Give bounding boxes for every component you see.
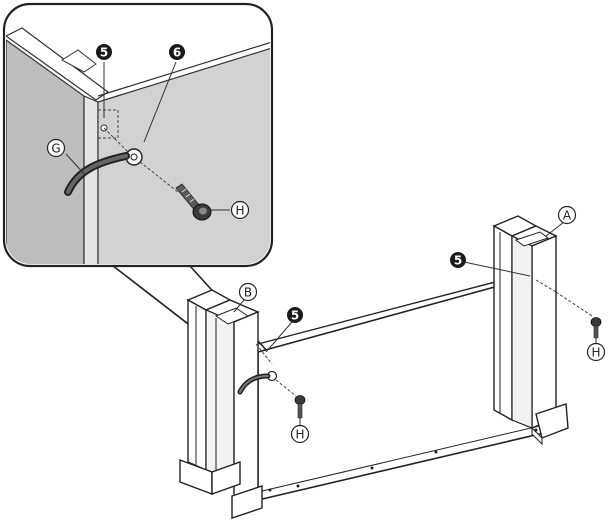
bracket-dashed-outline bbox=[97, 109, 119, 139]
part-label-h-right: H bbox=[586, 342, 606, 362]
left-leg-b bbox=[179, 289, 263, 519]
callout-number: 5 bbox=[100, 46, 108, 60]
part-label-g: G bbox=[46, 138, 66, 158]
alignment-dashed-line bbox=[255, 343, 273, 365]
leg-side-panel bbox=[6, 38, 85, 264]
leader-line bbox=[265, 321, 293, 353]
callout-step-5-left: 5 bbox=[287, 307, 303, 323]
screw-bolt-right bbox=[590, 317, 602, 339]
alignment-dashed-line bbox=[535, 279, 557, 293]
part-letter: A bbox=[563, 209, 572, 223]
callout-step-5-right: 5 bbox=[450, 252, 466, 268]
part-letter: H bbox=[591, 346, 600, 360]
panel-screw-dot bbox=[268, 488, 272, 492]
screw-dashed-line bbox=[555, 291, 593, 317]
part-letter: H bbox=[235, 204, 244, 218]
screw-dashed-line bbox=[139, 161, 179, 193]
back-panel-top-edge bbox=[257, 275, 519, 345]
alignment-dashed-line bbox=[103, 127, 133, 157]
leader-line bbox=[463, 261, 531, 277]
stand-assembly bbox=[179, 215, 602, 519]
part-letter: B bbox=[244, 286, 252, 300]
part-label-h-left: H bbox=[290, 424, 310, 444]
detail-inset: 5 6 G H bbox=[2, 2, 274, 379]
part-label-b: B bbox=[238, 282, 258, 302]
right-leg-a bbox=[492, 215, 569, 446]
leader-line bbox=[233, 299, 245, 313]
part-label-h-inset: H bbox=[230, 200, 250, 220]
back-panel bbox=[97, 47, 270, 264]
panel-screw-dot bbox=[296, 484, 300, 488]
panel-screw-dot bbox=[434, 450, 438, 454]
back-panel-top-edge bbox=[97, 41, 270, 97]
panel-screw-dot bbox=[370, 466, 374, 470]
screw-bolt bbox=[175, 183, 212, 221]
callout-number: 6 bbox=[173, 46, 181, 60]
callout-number: 5 bbox=[291, 309, 299, 323]
callout-step-5-inset: 5 bbox=[96, 44, 112, 60]
screw-dashed-line bbox=[275, 379, 297, 397]
callout-number: 5 bbox=[454, 254, 462, 268]
part-label-a: A bbox=[557, 205, 577, 225]
part-letter: G bbox=[51, 142, 60, 156]
screw-bolt-left bbox=[294, 395, 306, 419]
leg-top-bracket bbox=[61, 49, 97, 73]
leader-line bbox=[65, 153, 87, 177]
leader-line bbox=[545, 221, 565, 237]
part-letter: H bbox=[295, 428, 304, 442]
back-panel-lower-edge bbox=[257, 423, 549, 493]
callout-step-6-inset: 6 bbox=[169, 44, 185, 60]
leg-front-edge bbox=[83, 95, 99, 264]
leg-top-flap bbox=[6, 27, 110, 101]
washer-hole bbox=[130, 153, 138, 161]
leader-line bbox=[143, 61, 177, 143]
